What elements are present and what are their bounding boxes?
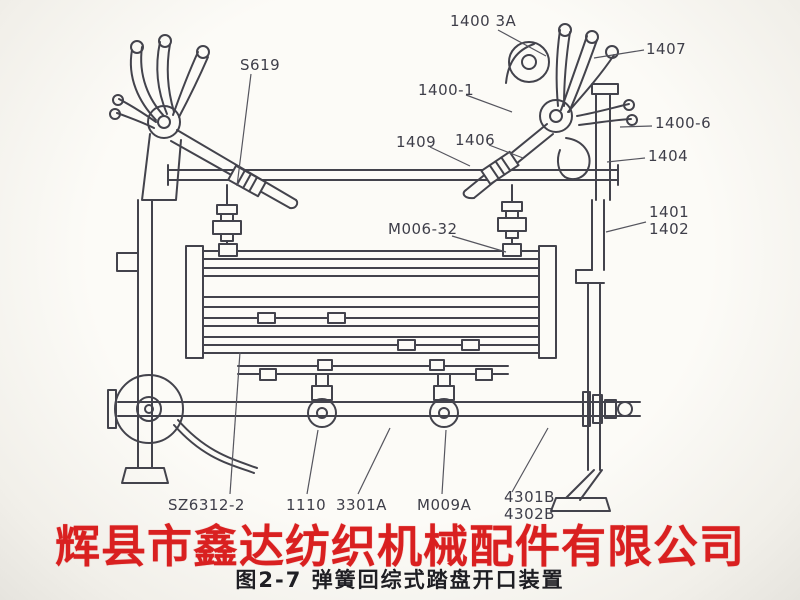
part-label-s619: S619 [240,56,281,74]
part-label-m009a: M009A [417,496,472,514]
part-label-4302b: 4302B [504,505,555,523]
part-label-1407: 1407 [646,40,687,58]
part-label-1400-6: 1400-6 [655,114,712,132]
part-label-m006-32: M006-32 [388,220,458,238]
part-label-1409: 1409 [396,133,437,151]
part-label-1400-1: 1400-1 [418,81,475,99]
part-label-1402: 1402 [649,220,690,238]
part-label-sz6312-2: SZ6312-2 [168,496,245,514]
part-label-1401: 1401 [649,203,690,221]
watermark-text: 辉县市鑫达纺织机械配件有限公司 [54,520,745,573]
part-label-1110: 1110 [286,496,327,514]
part-label-1404: 1404 [648,147,689,165]
part-label-3301a: 3301A [336,496,387,514]
part-label-4301b: 4301B [504,488,555,506]
figure-caption: 图2-7 弹簧回综式踏盘开口装置 [235,568,565,592]
part-label-1406: 1406 [455,131,496,149]
part-label-1400-3a: 1400 3A [450,12,517,30]
